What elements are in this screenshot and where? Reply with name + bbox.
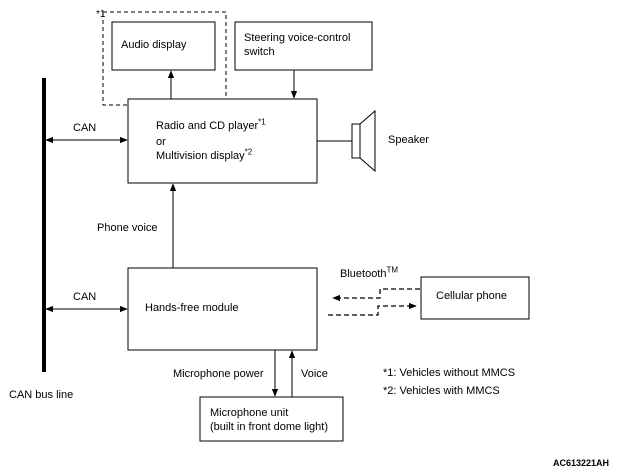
can-bus-line-label: CAN bus line bbox=[9, 389, 74, 401]
cellular-phone-box bbox=[420, 276, 530, 320]
mic-power-label: Microphone power bbox=[173, 368, 264, 380]
voice-label: Voice bbox=[301, 368, 328, 380]
microphone-label-line2: (built in front dome light) bbox=[210, 421, 328, 433]
steering-switch-label-line1: Steering voice-control bbox=[244, 32, 351, 44]
audio-display-label: Audio display bbox=[121, 39, 187, 51]
cellular-phone-label: Cellular phone bbox=[436, 290, 507, 302]
bluetooth-link-incoming bbox=[328, 302, 417, 316]
speaker-icon bbox=[351, 109, 376, 173]
steering-switch-box bbox=[234, 21, 373, 71]
phone-voice-label: Phone voice bbox=[97, 222, 158, 234]
hands-free-box bbox=[127, 267, 318, 351]
can-label-bottom: CAN bbox=[73, 291, 97, 303]
steering-switch-label-line2: switch bbox=[244, 46, 275, 58]
audio-display-box bbox=[111, 21, 216, 71]
bluetooth-link-outgoing bbox=[332, 288, 420, 302]
hands-free-label: Hands-free module bbox=[145, 302, 239, 314]
optional-dashed-frame bbox=[102, 11, 227, 106]
microphone-label-line1: Microphone unit bbox=[210, 407, 289, 419]
microphone-box bbox=[199, 396, 344, 442]
radio-cd-label-line3: Multivision display*2 bbox=[156, 147, 253, 162]
speaker-label: Speaker bbox=[388, 134, 429, 146]
figure-id: AC613221AH bbox=[553, 458, 610, 468]
radio-cd-label-line2: or bbox=[156, 136, 166, 148]
radio-cd-label-line1: Radio and CD player*1 bbox=[156, 117, 266, 132]
note-1: *1: Vehicles without MMCS bbox=[383, 367, 516, 379]
bluetooth-label: BluetoothTM bbox=[340, 265, 399, 280]
note-2: *2: Vehicles with MMCS bbox=[383, 385, 500, 397]
can-label-top: CAN bbox=[73, 122, 97, 134]
footnote-marker: *1 bbox=[96, 9, 106, 20]
